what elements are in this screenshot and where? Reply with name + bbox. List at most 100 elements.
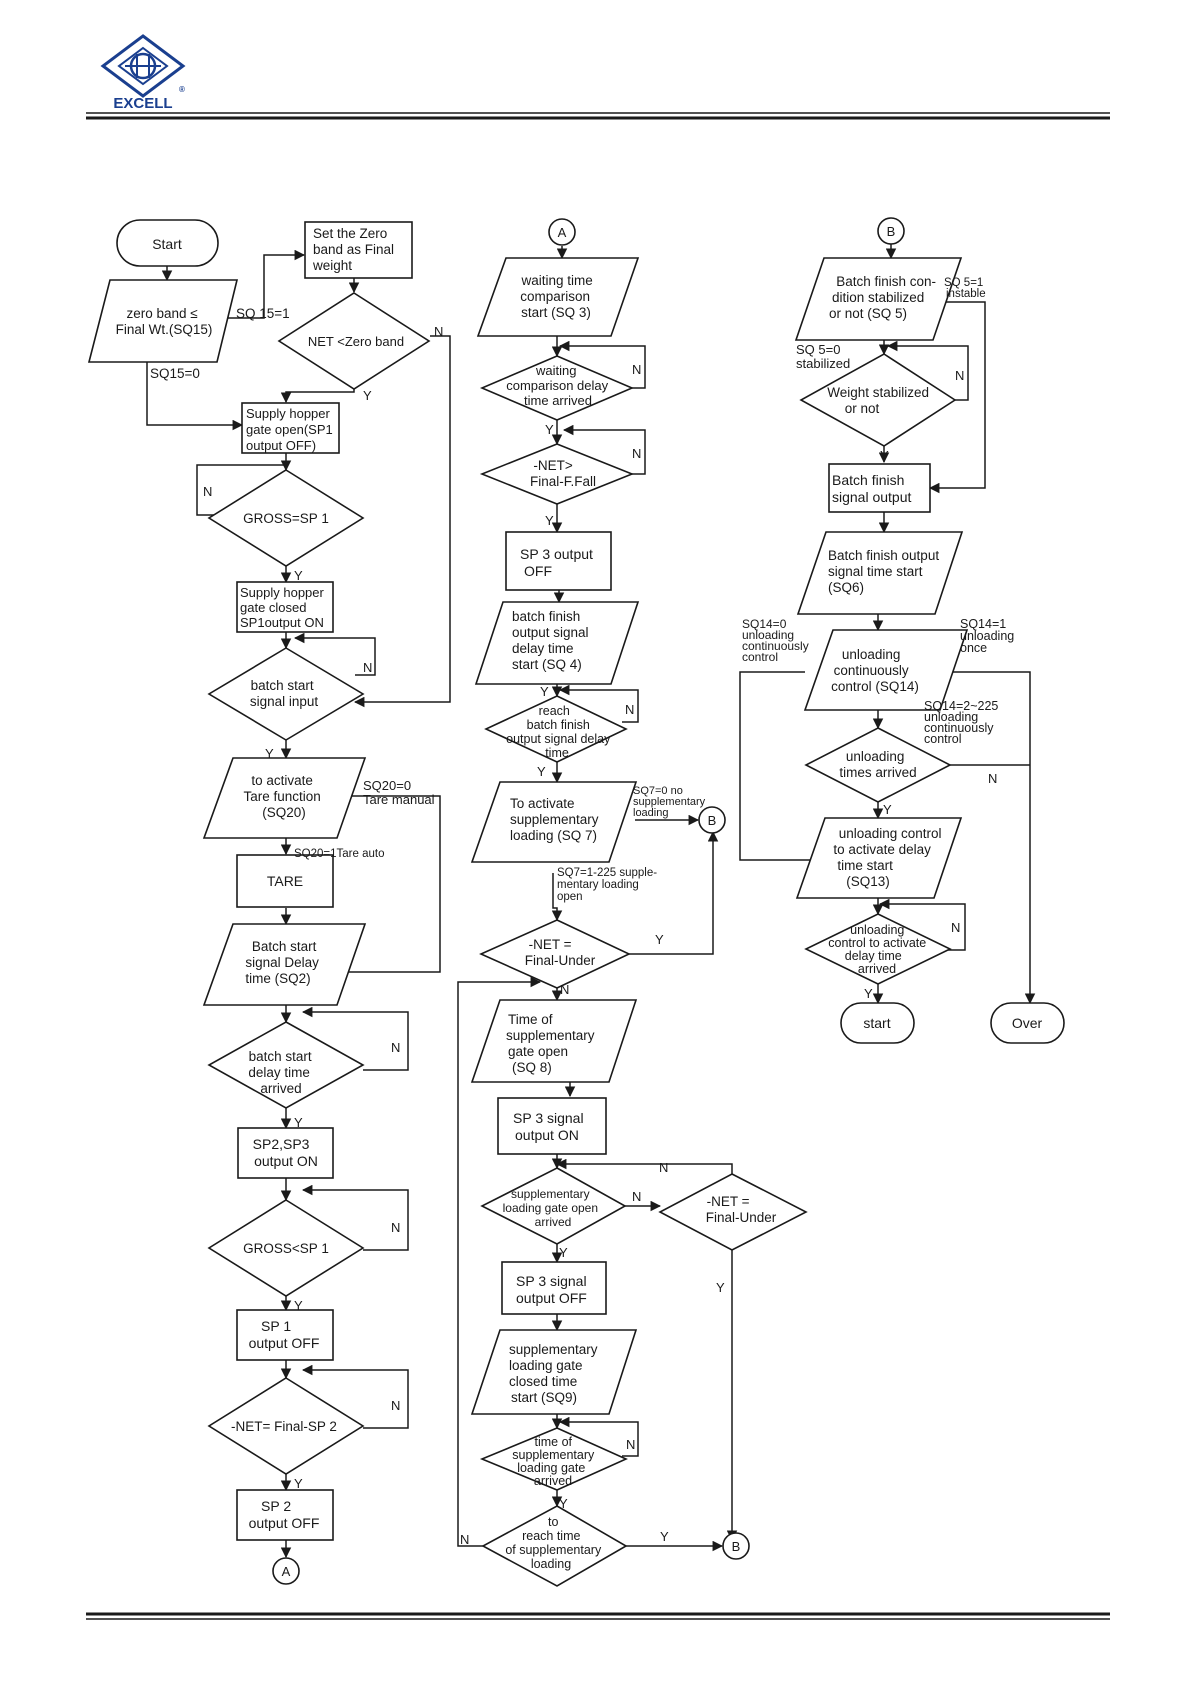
label-sq7-0-line-1: SQ7=0 no: [633, 785, 683, 797]
connector-b-bottom: B: [722, 1532, 750, 1560]
label-y-reach-batch: Y: [540, 684, 549, 699]
reach-time-supp-line-2: reach time: [522, 1529, 580, 1543]
node-time-supp-arrived: time of supplementary loading gate arriv…: [479, 1427, 628, 1491]
node-batch-finish-time-start: Batch finish output signal time start (S…: [796, 531, 964, 615]
batch-delay-arrived-line-2: delay time: [248, 1065, 310, 1080]
label-sq14-0-line-2: unloading: [742, 628, 794, 642]
connector-b-top: B: [877, 217, 905, 245]
end-start-text: start: [863, 1015, 890, 1031]
label-y-batch-start: Y: [265, 746, 274, 761]
batch-finish-output-line-1: Batch finish: [832, 472, 904, 488]
unloading-times-text: unloading times arrived: [839, 749, 916, 780]
net-final-under-2-line-2: Final-Under: [706, 1210, 777, 1225]
zero-band-line-2: Final Wt.(SQ15): [116, 322, 213, 337]
label-y-ffall: Y: [545, 513, 554, 528]
label-sq14-0-line-4: control: [742, 650, 778, 664]
waiting-arrived-line-2: comparison delay: [506, 378, 608, 393]
connector-a-top-text: A: [558, 225, 567, 240]
label-n-reach-time-supp: N: [460, 1532, 469, 1547]
unloading-cont-line-1: unloading: [842, 647, 901, 662]
batch-start-delay-line-3: time (SQ2): [245, 971, 310, 986]
zero-band-text: zero band ≤ Final Wt.(SQ15): [116, 306, 213, 337]
reach-batch-finish-text: reach batch finish output signal delay t…: [506, 704, 614, 760]
supp-gate-closed-text: supplementary loading gate closed time s…: [509, 1342, 601, 1405]
unloading-cont-line-3: control (SQ14): [831, 679, 919, 694]
node-tare-function: to activate Tare function (SQ20): [202, 757, 367, 839]
logo-inner-diamond: [117, 46, 169, 86]
connector-b-mid: B: [698, 806, 726, 834]
supp-open-arrived-line-1: supplementary: [511, 1187, 590, 1201]
node-batch-start-delay: Batch start signal Delay time (SQ2): [202, 923, 367, 1006]
time-supp-arrived-line-2: supplementary: [512, 1448, 595, 1462]
node-weight-stabilized: Weight stabilized or not: [799, 353, 957, 447]
label-sq15-0: SQ15=0: [150, 366, 200, 381]
excell-logo: EXCELL ®: [100, 34, 186, 112]
sp3-off-line-2: OFF: [524, 563, 552, 579]
label-y-time-supp: Y: [559, 1496, 568, 1511]
batch-finish-time-line-3: (SQ6): [828, 580, 864, 595]
node-reach-time-supp: to reach time of supplementary loading: [481, 1505, 628, 1587]
connector-a-top: A: [548, 218, 576, 246]
connector-b-top-text: B: [887, 224, 896, 239]
unloading-delay-arrived-text: unloading control to activate delay time…: [828, 923, 929, 976]
label-sq14-0: SQ14=0 unloading continuously control: [742, 617, 812, 664]
time-supp-gate-text: Time of supplementary gate open (SQ 8): [506, 1012, 598, 1075]
label-sq7-1-line-1: SQ7=1-225 supple-: [557, 867, 657, 879]
supply-closed-line-3: SP1output ON: [240, 615, 324, 630]
supp-open-arrived-line-2: loading gate open: [503, 1201, 598, 1215]
supp-gate-open-arrived-text: supplementary loading gate open arrived: [503, 1187, 602, 1229]
sp3-signal-off-line-2: output OFF: [516, 1290, 587, 1306]
node-unloading-delay-start: unloading control to activate delay time…: [795, 817, 963, 899]
net-zero-band-text: NET <Zero band: [308, 334, 404, 349]
batch-finish-cond-line-3: or not (SQ 5): [829, 306, 907, 321]
label-sq14-2-line-3: continuously: [924, 721, 994, 735]
unloading-delay-start-text: unloading control to activate delay time…: [833, 826, 945, 889]
activate-supp-line-3: loading (SQ 7): [510, 828, 597, 843]
connector-a-bottom: A: [272, 1557, 300, 1585]
unloading-cont-text: unloading continuously control (SQ14): [831, 647, 919, 694]
node-sp3-signal-off: SP 3 signal output OFF: [501, 1261, 607, 1315]
set-zero-band-text: Set the Zero band as Final weight: [312, 226, 398, 273]
time-supp-line-1: Time of: [508, 1012, 553, 1027]
net-final-under-line-2: Final-Under: [525, 953, 596, 968]
label-y-gross-sp1: Y: [294, 568, 303, 583]
supp-closed-line-2: loading gate: [509, 1358, 583, 1373]
sp2-off-line-2: output OFF: [249, 1515, 320, 1531]
sp2-sp3-line-2: output ON: [254, 1153, 318, 1169]
label-y-supp-open: Y: [559, 1245, 568, 1260]
label-n-net-zero: N: [434, 324, 443, 339]
label-sq7-0-line-2: supplementary: [633, 796, 706, 808]
time-supp-arrived-line-1: time of: [535, 1435, 573, 1449]
weight-stabilized-line-2: or not: [845, 401, 880, 416]
node-net-zero-band: NET <Zero band: [277, 292, 431, 390]
activate-supp-line-2: supplementary: [510, 812, 599, 827]
time-supp-arrived-line-4: arrived: [534, 1474, 572, 1488]
batch-delay-arrived-line-1: batch start: [249, 1049, 312, 1064]
batch-finish-delay-line-2: output signal: [512, 625, 589, 640]
supply-open-line-3: output OFF): [246, 438, 316, 453]
sp2-sp3-line-1: SP2,SP3: [253, 1136, 310, 1152]
node-sp1-off: SP 1 output OFF: [236, 1309, 334, 1361]
net-final-under-2-text: -NET = Final-Under: [706, 1194, 777, 1225]
label-y-reach-batch-2: Y: [537, 764, 546, 779]
tare-function-line-3: (SQ20): [262, 805, 306, 820]
label-sq20-0-line-1: SQ20=0: [363, 778, 411, 793]
node-sp3-off: SP 3 output OFF: [505, 531, 612, 591]
node-reach-batch-finish: reach batch finish output signal delay t…: [484, 695, 628, 763]
gross-sp1-text: GROSS=SP 1: [243, 511, 329, 526]
edge-labels: SQ 15=1 SQ15=0 N Y N Y N Y SQ20=0 Tare m…: [150, 277, 1014, 1547]
batch-start-delay-text: Batch start signal Delay time (SQ2): [245, 939, 322, 986]
node-unloading-delay-arrived: unloading control to activate delay time…: [804, 913, 952, 985]
label-sq5-1-line-2: instable: [946, 288, 986, 300]
waiting-start-line-2: comparison: [520, 289, 590, 304]
label-sq5-0: SQ 5=0 stabilized: [796, 342, 850, 371]
label-sq5-1: SQ 5=1 instable: [944, 277, 987, 300]
node-batch-start-input: batch start signal input: [207, 647, 365, 741]
label-sq14-0-line-3: continuously: [742, 639, 809, 653]
sp3-signal-off-text: SP 3 signal output OFF: [516, 1273, 590, 1306]
node-activate-supplementary: To activate supplementary loading (SQ 7): [470, 781, 638, 863]
unloading-delay-line-1: unloading control: [839, 826, 942, 841]
tare-function-text: to activate Tare function (SQ20): [243, 773, 324, 820]
batch-start-input-line-1: batch start: [251, 678, 314, 693]
